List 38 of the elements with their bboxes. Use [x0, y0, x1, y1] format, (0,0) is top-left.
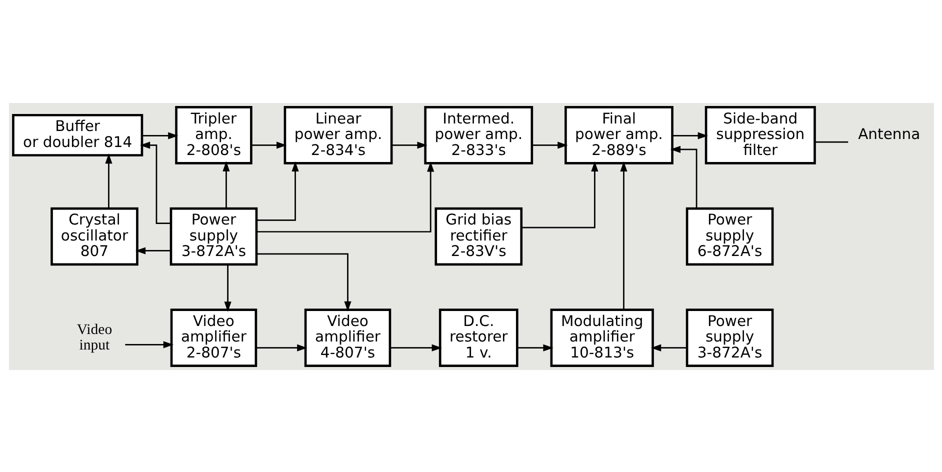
arrow [104, 152, 112, 208]
arrow [390, 344, 442, 351]
node-box: Buffer or doubler 814 [12, 113, 143, 156]
arrow [124, 340, 174, 348]
arrow [620, 160, 627, 310]
node-text: Video input [76, 321, 112, 354]
arrow [672, 132, 708, 139]
arrow [222, 160, 230, 208]
node-box: Power supply 3-872A's [685, 308, 774, 366]
arrow [256, 252, 351, 311]
node-box: D.C. restorer 1 v. [438, 308, 518, 366]
node-box: Grid bias rectifier 2-83V's [434, 206, 522, 266]
arrow [256, 160, 298, 220]
arrow [391, 141, 427, 148]
arrow [256, 344, 307, 351]
arrow [250, 141, 286, 148]
arrow [650, 344, 686, 351]
node-box: Video amplifier 2-807's [170, 308, 257, 366]
arrow [521, 160, 598, 228]
node-text: Antenna [858, 126, 920, 143]
node-box: Intermed. power amp. 2-833's [424, 106, 533, 164]
arrow [142, 132, 178, 139]
arrow [224, 264, 231, 312]
node-box: Linear power amp. 2-834's [283, 106, 392, 164]
node-box: Video amplifier 4-807's [304, 308, 391, 366]
node-box: Final power amp. 2-889's [564, 106, 673, 164]
node-box: Tripler amp. 2-808's [174, 106, 252, 164]
node-box: Power supply 6-872A's [685, 206, 774, 266]
arrow [670, 145, 697, 208]
arrow [134, 246, 170, 254]
node-box: Side-band suppression filter [704, 106, 816, 164]
node-box: Crystal oscillator 807 [50, 206, 138, 266]
arrow [516, 344, 553, 351]
arrow [256, 161, 434, 232]
node-box: Modulating amplifier 10-813's [550, 308, 654, 366]
arrow [532, 141, 568, 148]
node-box: Power supply 3-872A's [169, 206, 258, 266]
connector [814, 140, 848, 142]
